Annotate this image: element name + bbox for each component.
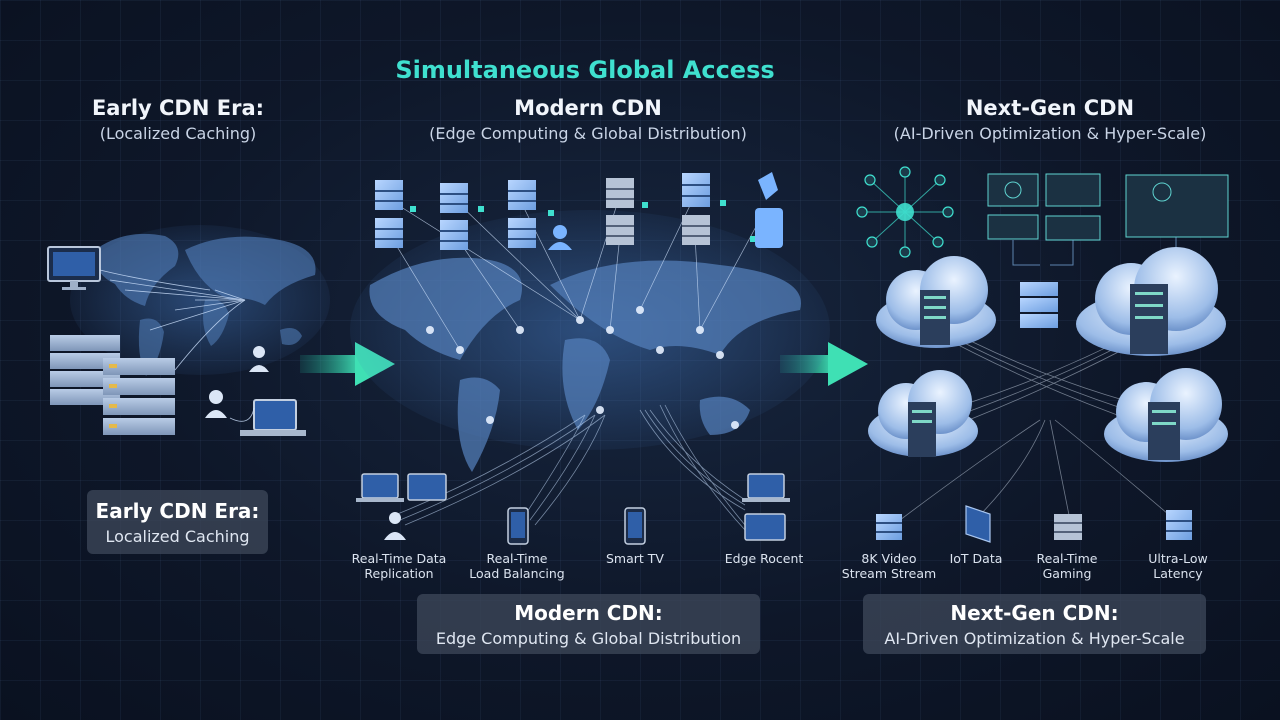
device-icons-nextgen	[876, 505, 1192, 543]
ai-network-icon	[856, 166, 954, 258]
desktop-monitor-icon	[47, 246, 101, 290]
laptop-icon	[240, 399, 306, 436]
stage-2-caption-subtitle: Edge Computing & Global Distribution	[435, 629, 742, 648]
stage-1-subtitle: (Localized Caching)	[99, 124, 257, 143]
stage-2-subtitle: (Edge Computing & Global Distribution)	[429, 124, 747, 143]
stage-3-caption-title: Next-Gen CDN:	[950, 601, 1119, 625]
stage-3-caption-subtitle: AI-Driven Optimization & Hyper-Scale	[884, 629, 1185, 648]
stage-1-caption-title: Early CDN Era:	[95, 499, 260, 523]
edge-server-cube-icons	[375, 172, 783, 250]
device-label-iot-data: IoT Data	[949, 551, 1003, 566]
cloud-icons	[868, 247, 1228, 462]
device-label-smart-tv: Smart TV	[606, 551, 664, 566]
stage-3-subtitle: (AI-Driven Optimization & Hyper-Scale)	[893, 124, 1207, 143]
device-label-edge: Edge Rocent	[724, 551, 804, 566]
central-server-icon	[1020, 282, 1058, 328]
page-title: Simultaneous Global Access	[395, 56, 775, 84]
stage-3-title: Next-Gen CDN	[965, 96, 1135, 120]
user-icon	[205, 346, 269, 418]
stage-1-caption-subtitle: Localized Caching	[105, 527, 250, 546]
stage-1-title: Early CDN Era:	[91, 96, 265, 120]
device-icons-modern	[356, 473, 790, 545]
stage-2-title: Modern CDN	[514, 96, 662, 120]
world-map-icon-modern	[350, 210, 830, 472]
dashboard-panel-icons	[987, 173, 1229, 241]
stage-1-caption: Early CDN Era: Localized Caching	[87, 490, 268, 554]
stage-2-caption-title: Modern CDN:	[514, 601, 663, 625]
stage-3-caption: Next-Gen CDN: AI-Driven Optimization & H…	[863, 594, 1206, 654]
server-rack-icon	[50, 335, 175, 435]
stage-2-caption: Modern CDN: Edge Computing & Global Dist…	[417, 594, 760, 654]
